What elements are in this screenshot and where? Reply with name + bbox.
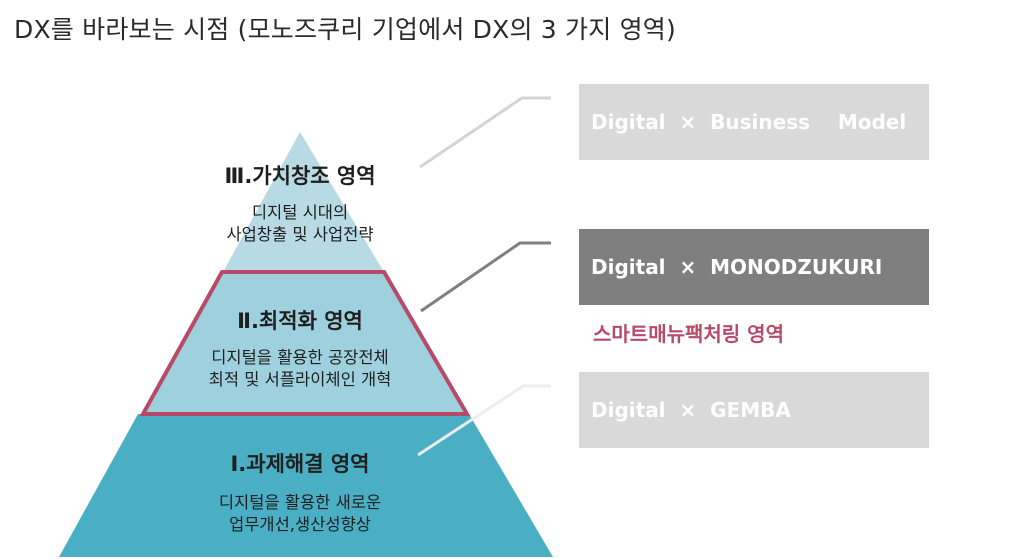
tier-desc-line: 디지털 시대의 — [251, 203, 349, 222]
tier-desc-line: 최적 및 서플라이체인 개혁 — [208, 370, 392, 389]
tier-label-top: Ⅲ.가치창조 영역 디지털 시대의 사업창출 및 사업전략 — [200, 160, 400, 246]
smart-manufacturing-caption: 스마트매뉴팩처링 영역 — [593, 322, 784, 346]
pyramid-tier-top — [223, 132, 384, 272]
box-label: Digital × GEMBA — [591, 398, 791, 422]
pyramid-tier-middle — [139, 270, 471, 416]
tier-desc-line: 업무개선,생산성향상 — [229, 515, 371, 534]
digital-gemba-box: Digital × GEMBA — [579, 372, 929, 448]
tier-label-bottom: Ⅰ.과제해결 영역 디지털을 활용한 새로운 업무개선,생산성향상 — [180, 448, 420, 536]
digital-business-model-box: Digital × Business Model — [579, 84, 929, 160]
tier-title: Ⅱ.최적화 영역 — [237, 309, 363, 333]
connector-line-top — [419, 96, 551, 169]
pyramid-tier-bottom — [59, 414, 553, 557]
tier-desc-line: 디지털을 활용한 공장전체 — [211, 348, 389, 367]
tier-title: Ⅰ.과제해결 영역 — [230, 452, 370, 476]
tier-desc-line: 디지털을 활용한 새로운 — [218, 493, 382, 512]
page-title: DX를 바라보는 시점 (모노즈쿠리 기업에서 DX의 3 가지 영역) — [14, 15, 676, 44]
box-label: Digital × MONODZUKURI — [591, 255, 883, 279]
connector-line-bottom — [417, 384, 551, 457]
box-label: Digital × Business Model — [591, 110, 907, 134]
tier-title: Ⅲ.가치창조 영역 — [224, 164, 376, 188]
digital-monodzukuri-box: Digital × MONODZUKURI — [579, 229, 929, 305]
tier-desc-line: 사업창출 및 사업전략 — [226, 225, 374, 244]
connector-line-middle — [420, 241, 551, 313]
tier-label-middle: Ⅱ.최적화 영역 디지털을 활용한 공장전체 최적 및 서플라이체인 개혁 — [180, 305, 420, 391]
